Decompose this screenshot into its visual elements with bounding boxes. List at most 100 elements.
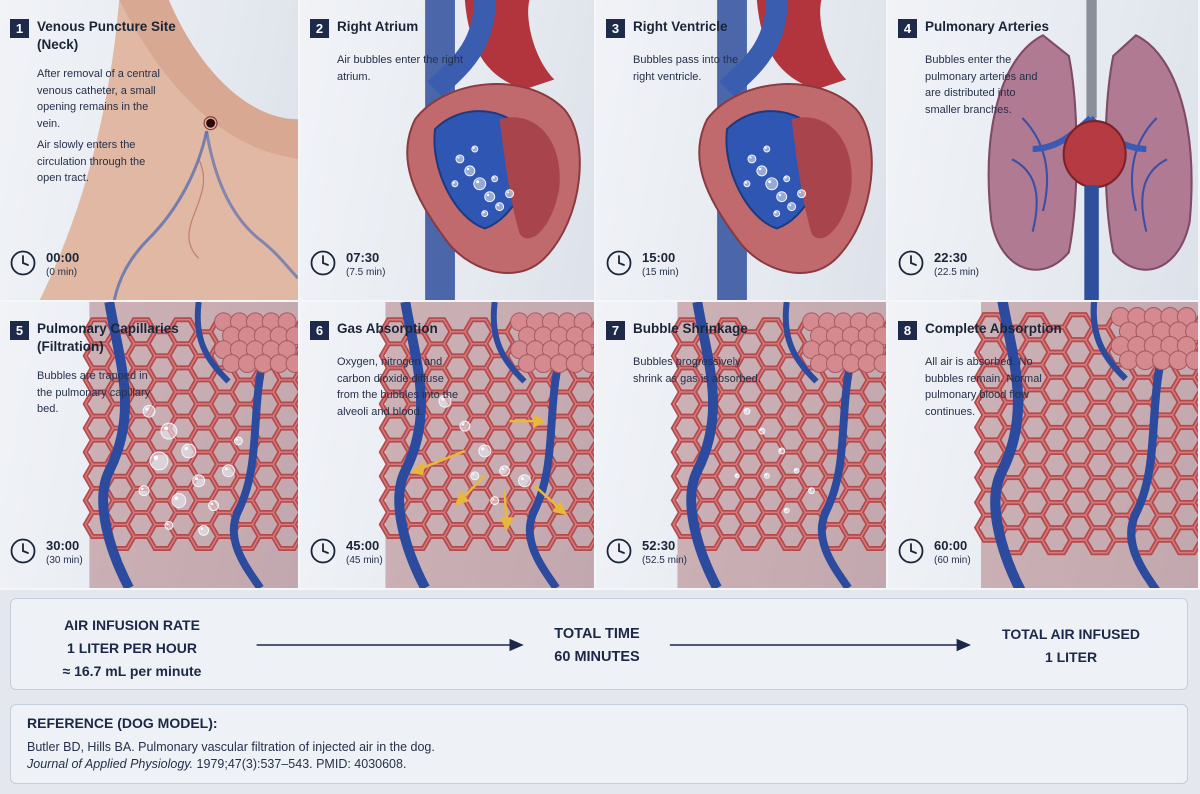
stage-panel: 6 Gas Absorption Oxygen, nitrogen and ca… xyxy=(300,302,596,590)
stage-number-badge: 2 xyxy=(310,19,329,38)
stage-description-block: Bubbles pass into the right ventricle. xyxy=(633,52,761,90)
stage-description-block: After removal of a central venous cathet… xyxy=(37,66,165,192)
total-time-value: 60 MINUTES xyxy=(554,649,640,665)
reference-title: REFERENCE (DOG MODEL): xyxy=(27,715,218,731)
stage-panel: 7 Bubble Shrinkage Bubbles progressively… xyxy=(596,302,888,590)
stage-description: Air slowly enters the circulation throug… xyxy=(37,139,146,184)
stage-time-minutes: (7.5 min) xyxy=(346,267,386,278)
stage-description: Bubbles pass into the right ventricle. xyxy=(633,54,739,83)
stage-header: 8 Complete Absorption xyxy=(898,320,1115,340)
stage-illustration xyxy=(378,302,594,588)
stage-panel: 2 Right Atrium Air bubbles enter the rig… xyxy=(300,0,596,302)
stage-description: Bubbles progressively shrink as gas is a… xyxy=(633,356,761,385)
stage-illustration xyxy=(82,302,298,588)
stage-time-minutes: (60 min) xyxy=(934,555,971,566)
total-time: TOTAL TIME 60 MINUTES xyxy=(529,623,665,669)
stage-illustration xyxy=(973,302,1198,588)
infusion-rate: AIR INFUSION RATE 1 LITER PER HOUR ≈ 16.… xyxy=(41,614,223,683)
stage-number-badge: 3 xyxy=(606,19,625,38)
stage-description-block: Air bubbles enter the right atrium. xyxy=(337,52,465,90)
stage-grid: 1 Venous Puncture Site (Neck) After remo… xyxy=(0,0,1200,590)
clock-icon xyxy=(10,538,36,564)
stage-illustration xyxy=(987,0,1193,300)
stage-time-value: 07:30 xyxy=(346,250,380,265)
stage-time: 60:00 (60 min) xyxy=(898,538,971,568)
clock-icon xyxy=(10,250,36,276)
reference-journal: Journal of Applied Physiology. xyxy=(27,757,194,771)
stage-number-badge: 5 xyxy=(10,321,29,340)
reference-citation: Journal of Applied Physiology. 1979;47(3… xyxy=(27,757,406,771)
reference-box: REFERENCE (DOG MODEL): Butler BD, Hills … xyxy=(10,704,1188,784)
stage-description: All air is absorbed. No bubbles remain. … xyxy=(925,356,1042,418)
flow-arrows xyxy=(256,638,971,652)
stage-title: Venous Puncture Site (Neck) xyxy=(37,19,176,52)
stage-number-badge: 8 xyxy=(898,321,917,340)
stage-description: Air bubbles enter the right atrium. xyxy=(337,54,463,83)
stage-header: 4 Pulmonary Arteries xyxy=(898,18,1115,38)
stage-time-value: 60:00 xyxy=(934,538,968,553)
stage-header: 5 Pulmonary Capillaries (Filtration) xyxy=(10,320,219,356)
stage-header: 1 Venous Puncture Site (Neck) xyxy=(10,18,219,54)
stage-description-block: Oxygen, nitrogen and carbon dioxide diff… xyxy=(337,354,465,425)
stage-time-minutes: (15 min) xyxy=(642,267,679,278)
stage-header: 3 Right Ventricle xyxy=(606,18,809,38)
total-air: TOTAL AIR INFUSED 1 LITER xyxy=(996,623,1146,669)
stage-time: 30:00 (30 min) xyxy=(10,538,83,568)
stage-title: Right Ventricle xyxy=(633,19,728,34)
stage-description-block: All air is absorbed. No bubbles remain. … xyxy=(925,354,1053,425)
infusion-rate-box: AIR INFUSION RATE 1 LITER PER HOUR ≈ 16.… xyxy=(10,598,1188,690)
stage-description-block: Bubbles progressively shrink as gas is a… xyxy=(633,354,761,392)
total-air-label: TOTAL AIR INFUSED xyxy=(1002,626,1140,642)
stage-header: 7 Bubble Shrinkage xyxy=(606,320,809,340)
stage-time-minutes: (45 min) xyxy=(346,555,383,566)
stage-number-badge: 7 xyxy=(606,321,625,340)
stage-time-value: 22:30 xyxy=(934,250,968,265)
total-air-value: 1 LITER xyxy=(1044,649,1098,665)
stage-number-badge: 4 xyxy=(898,19,917,38)
clock-icon xyxy=(898,250,924,276)
stage-time: 07:30 (7.5 min) xyxy=(310,250,385,280)
stage-description: Oxygen, nitrogen and carbon dioxide diff… xyxy=(337,356,459,418)
stage-panel: 4 Pulmonary Arteries Bubbles enter the p… xyxy=(888,0,1200,302)
clock-icon xyxy=(898,538,924,564)
infusion-rate-label: AIR INFUSION RATE xyxy=(64,617,200,633)
clock-icon xyxy=(606,250,632,276)
stage-panel: 5 Pulmonary Capillaries (Filtration) Bub… xyxy=(0,302,300,590)
stage-description-block: Bubbles enter the pulmonary arteries and… xyxy=(925,52,1053,123)
stage-illustration xyxy=(406,0,581,300)
stage-time-value: 30:00 xyxy=(46,538,80,553)
stage-time-value: 15:00 xyxy=(642,250,676,265)
stage-illustration xyxy=(698,0,873,300)
reference-details: 1979;47(3):537–543. PMID: 4030608. xyxy=(193,757,407,771)
stage-title: Right Atrium xyxy=(337,19,419,34)
stage-title: Bubble Shrinkage xyxy=(633,321,748,336)
stage-time-minutes: (0 min) xyxy=(46,267,78,278)
infusion-rate-value: 1 LITER PER HOUR xyxy=(67,640,197,656)
stage-illustration xyxy=(39,0,298,300)
stage-number-badge: 1 xyxy=(10,19,29,38)
stage-time: 15:00 (15 min) xyxy=(606,250,679,280)
stage-title: Pulmonary Capillaries (Filtration) xyxy=(37,321,179,354)
stage-header: 6 Gas Absorption xyxy=(310,320,516,340)
stage-time-minutes: (52.5 min) xyxy=(642,555,688,566)
stage-panel: 3 Right Ventricle Bubbles pass into the … xyxy=(596,0,888,302)
stage-description: Bubbles are trapped in the pulmonary cap… xyxy=(37,370,151,415)
reference-authors: Butler BD, Hills BA. Pulmonary vascular … xyxy=(27,740,435,754)
stage-time: 22:30 (22.5 min) xyxy=(898,250,979,280)
stage-title: Gas Absorption xyxy=(337,321,438,336)
stage-title: Pulmonary Arteries xyxy=(925,19,1050,34)
stage-time-value: 45:00 xyxy=(346,538,380,553)
stage-header: 2 Right Atrium xyxy=(310,18,516,38)
clock-icon xyxy=(310,538,336,564)
stage-time-value: 00:00 xyxy=(46,250,80,265)
stage-description: Bubbles enter the pulmonary arteries and… xyxy=(925,54,1038,116)
stage-time: 52:30 (52.5 min) xyxy=(606,538,687,568)
stage-illustration xyxy=(670,302,886,588)
stage-time-value: 52:30 xyxy=(642,538,676,553)
stage-time-minutes: (30 min) xyxy=(46,555,83,566)
clock-icon xyxy=(310,250,336,276)
stage-panel: 8 Complete Absorption All air is absorbe… xyxy=(888,302,1200,590)
stage-time-minutes: (22.5 min) xyxy=(934,267,980,278)
clock-icon xyxy=(606,538,632,564)
total-time-label: TOTAL TIME xyxy=(554,626,640,642)
